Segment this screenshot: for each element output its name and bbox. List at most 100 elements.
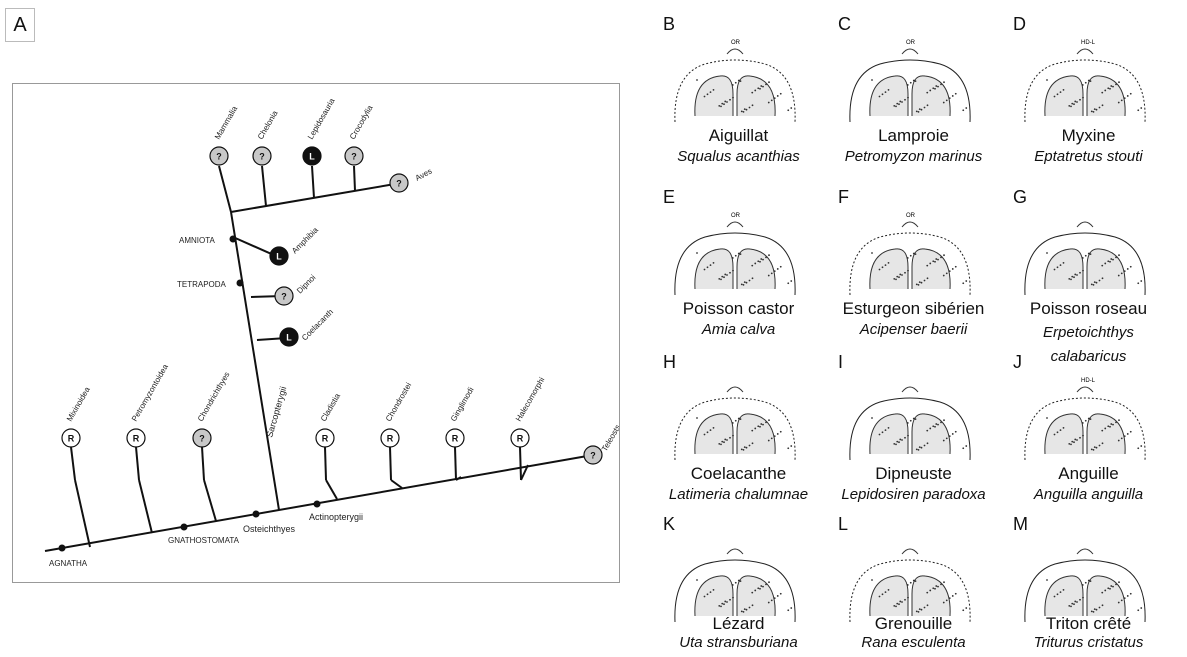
taxon-marker-chondrostei: R <box>381 429 399 447</box>
panel-b: B OR AiguillatSqualus acanthias <box>651 0 826 173</box>
taxon-marker-crocodylia: ? <box>345 147 363 165</box>
taxon-marker-halecomorphi: R <box>511 429 529 447</box>
panel-k: K LézardUta stransburiana <box>651 500 826 657</box>
stem-top-halecomorphi <box>520 447 521 480</box>
panel-species-name: Uta stransburiana <box>651 634 826 651</box>
panel-e: EORPoisson castorAmia calva <box>651 173 826 338</box>
node-dot-amniota <box>230 236 237 243</box>
taxon-name-cladistia: Cladistia <box>319 391 342 423</box>
taxon-marker-ginglimodi: R <box>446 429 464 447</box>
taxon-marker-amphibia: L <box>270 247 288 265</box>
brain-section-drawing: OR <box>665 207 805 299</box>
panel-l: LGrenouilleRana esculenta <box>826 500 1001 657</box>
stem-amphibia <box>233 237 276 256</box>
panel-letter: C <box>838 14 851 35</box>
panel-letter: K <box>663 514 675 535</box>
marker-letter: ? <box>281 292 287 302</box>
stem-chondrichthyes <box>204 480 216 521</box>
taxon-name-ginglimodi: Ginglimodi <box>449 386 476 423</box>
panel-common-name: Grenouille <box>826 614 1001 634</box>
node-label-actinopterygii: Actinopterygii <box>309 512 363 522</box>
drawing-annotation: HD-L <box>1081 40 1096 46</box>
panel-common-name: Coelacanthe <box>651 464 826 484</box>
taxon-name-halecomorphi: Halecomorphi <box>514 376 547 423</box>
node-dot-actinopterygii <box>314 501 321 508</box>
panel-species-name: Petromyzon marinus <box>826 148 1001 165</box>
marker-letter: L <box>276 252 282 262</box>
marker-letter: L <box>309 152 315 162</box>
taxon-marker-mixinoidea: R <box>62 429 80 447</box>
taxon-name-lepidosauria: Lepidosauria <box>306 96 337 141</box>
panel-letter: G <box>1013 187 1027 208</box>
stem-crocodylia <box>354 166 355 191</box>
panel-letter: B <box>663 14 675 35</box>
panel-c: C OR LamproiePetromyzon marinus <box>826 0 1001 173</box>
stem-lepidosauria <box>312 166 314 198</box>
panel-common-name: Lamproie <box>826 126 1001 146</box>
taxon-marker-cladistia: R <box>316 429 334 447</box>
panel-common-name: Triton crêté <box>1001 614 1176 634</box>
node-label-amniota: AMNIOTA <box>179 236 216 245</box>
panel-letter: F <box>838 187 849 208</box>
node-label-agnatha: AGNATHA <box>49 559 88 568</box>
panel-common-name: Myxine <box>1001 126 1176 146</box>
brain-section-drawing <box>840 372 980 464</box>
taxon-name-amphibia: Amphibia <box>290 225 320 255</box>
drawing-annotation: OR <box>906 40 916 46</box>
marker-letter: ? <box>396 179 402 189</box>
panel-species-name: Acipenser baerii <box>826 321 1001 338</box>
taxon-name-aves: Aves <box>414 167 434 183</box>
node-label-tetrapoda: TETRAPODA <box>177 280 227 289</box>
panel-letter: D <box>1013 14 1026 35</box>
brain-section-drawing: HD-L <box>1015 34 1155 126</box>
brain-section-drawing <box>1015 207 1155 299</box>
drawing-annotation: OR <box>731 40 741 46</box>
panel-common-name: Esturgeon sibérien <box>826 299 1001 319</box>
brain-section-drawing: OR <box>665 34 805 126</box>
panel-letter: H <box>663 352 676 373</box>
marker-letter: R <box>322 434 329 444</box>
taxon-marker-petromyzontoidea: R <box>127 429 145 447</box>
stem-chondrostei <box>391 480 402 488</box>
stem-top-mixinoidea <box>71 447 75 480</box>
stem-top-petromyzontoidea <box>136 447 139 480</box>
brain-section-drawing <box>665 534 805 626</box>
node-label-gnathostomata: GNATHOSTOMATA <box>168 536 240 545</box>
panel-species-name: Amia calva <box>651 321 826 338</box>
panel-letter: J <box>1013 352 1022 373</box>
taxon-marker-chelonia: ? <box>253 147 271 165</box>
brain-section-drawing <box>1015 534 1155 626</box>
node-dot-osteichthyes <box>253 511 260 518</box>
taxon-marker-coelacanth: L <box>280 328 298 346</box>
node-dot-gnathostomata <box>181 524 188 531</box>
taxon-marker-mammalia: ? <box>210 147 228 165</box>
panel-common-name: Aiguillat <box>651 126 826 146</box>
brain-section-drawing: OR <box>840 207 980 299</box>
brain-section-drawing <box>840 534 980 626</box>
marker-letter: R <box>387 434 394 444</box>
stem-cladistia <box>326 480 337 499</box>
panel-g: GPoisson roseauErpetoichthys calabaricus <box>1001 173 1176 338</box>
panel-letter: I <box>838 352 843 373</box>
marker-letter: ? <box>351 152 357 162</box>
node-label-osteichthyes: Osteichthyes <box>243 524 296 534</box>
stem-top-chondrostei <box>390 447 391 480</box>
marker-letter: ? <box>199 434 205 444</box>
panel-species-name: Squalus acanthias <box>651 148 826 165</box>
marker-letter: ? <box>216 152 222 162</box>
stem-top-cladistia <box>325 447 326 480</box>
panel-common-name: Lézard <box>651 614 826 634</box>
marker-letter: ? <box>259 152 265 162</box>
brain-section-drawing: HD-L <box>1015 372 1155 464</box>
taxon-name-mammalia: Mammalia <box>213 104 240 141</box>
taxon-name-chondrostei: Chondrostei <box>384 381 413 423</box>
tree-canvas: AGNATHA GNATHOSTOMATA Osteichthyes Actin… <box>13 84 619 582</box>
marker-letter: R <box>517 434 524 444</box>
taxon-marker-dipnoi: ? <box>275 287 293 305</box>
